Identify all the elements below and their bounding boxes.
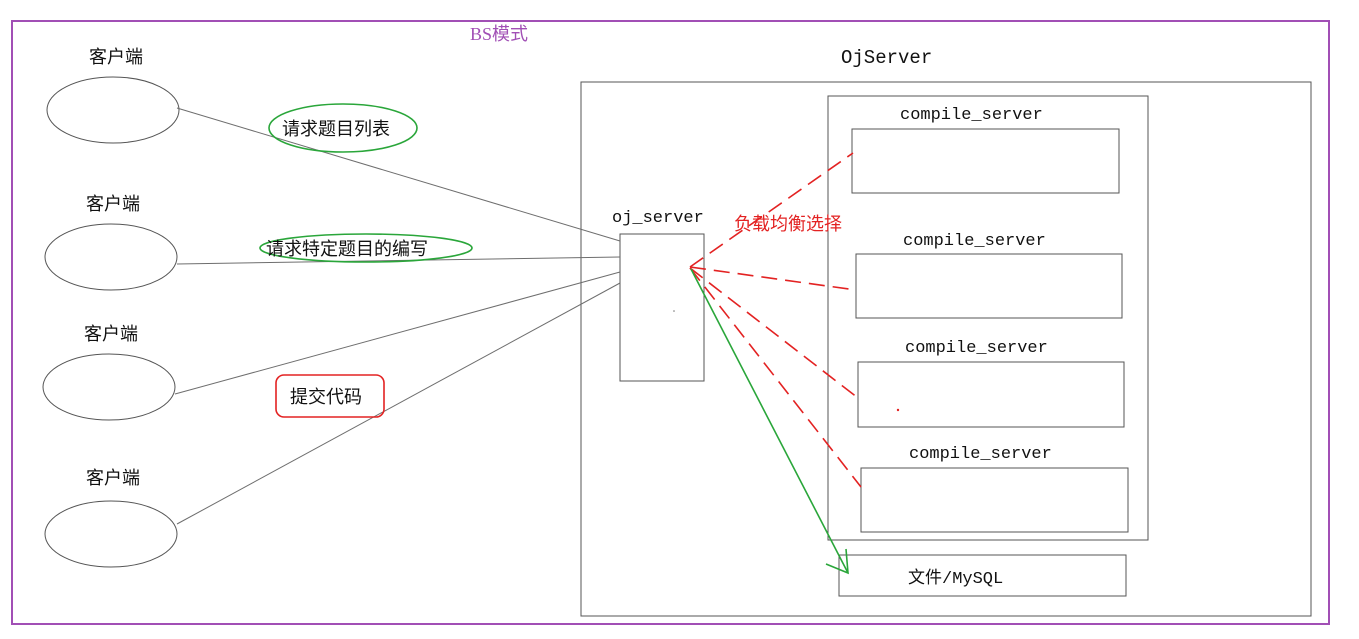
balance-line-2 xyxy=(689,266,857,291)
oj-server-label: oj_server xyxy=(612,209,704,228)
client-node-3 xyxy=(42,353,176,421)
client-node-1 xyxy=(46,76,180,144)
compile-server-box-2 xyxy=(855,253,1123,319)
diagram-title: BS模式 xyxy=(470,24,528,44)
client-node-4 xyxy=(44,500,178,568)
client-label-3: 客户端 xyxy=(84,324,138,344)
balance-line-4 xyxy=(689,267,862,488)
storage-label: 文件/MySQL xyxy=(908,568,1003,589)
client-label-4: 客户端 xyxy=(86,468,140,488)
oj-server-box xyxy=(619,233,705,382)
submit-code-label: 提交代码 xyxy=(290,387,362,407)
request-edit-label: 请求特定题目的编写 xyxy=(266,239,428,259)
stray-dot-red xyxy=(896,408,900,412)
storage-arrow-head xyxy=(825,548,849,575)
connector-client-1 xyxy=(176,107,621,242)
stray-dot-gray xyxy=(673,310,675,312)
request-list-oval xyxy=(268,103,418,153)
request-list-label: 请求题目列表 xyxy=(282,119,390,139)
client-label-2: 客户端 xyxy=(86,194,140,214)
storage-arrow-line xyxy=(690,268,849,574)
compile-server-box-1 xyxy=(851,128,1120,194)
compile-server-label-3: compile_server xyxy=(905,339,1048,358)
load-balance-label: 负载均衡选择 xyxy=(734,214,842,234)
connector-client-4 xyxy=(176,282,621,525)
connector-client-3 xyxy=(174,271,621,395)
compile-server-label-4: compile_server xyxy=(909,445,1052,464)
server-group-box xyxy=(580,81,1312,617)
balance-line-1 xyxy=(689,152,854,268)
storage-box xyxy=(838,554,1127,597)
server-group-title: OjServer xyxy=(841,47,932,69)
client-node-2 xyxy=(44,223,178,291)
compile-server-box-3 xyxy=(857,361,1125,428)
connector-client-2 xyxy=(176,256,621,265)
client-label-1: 客户端 xyxy=(89,47,143,67)
submit-code-box xyxy=(275,374,385,418)
compile-server-box-4 xyxy=(860,467,1129,533)
request-edit-oval xyxy=(259,233,473,263)
outer-frame xyxy=(11,20,1330,625)
balance-line-3 xyxy=(689,267,859,399)
compile-server-label-2: compile_server xyxy=(903,232,1046,251)
compile-server-label-1: compile_server xyxy=(900,106,1043,125)
compile-cluster-box xyxy=(827,95,1149,541)
